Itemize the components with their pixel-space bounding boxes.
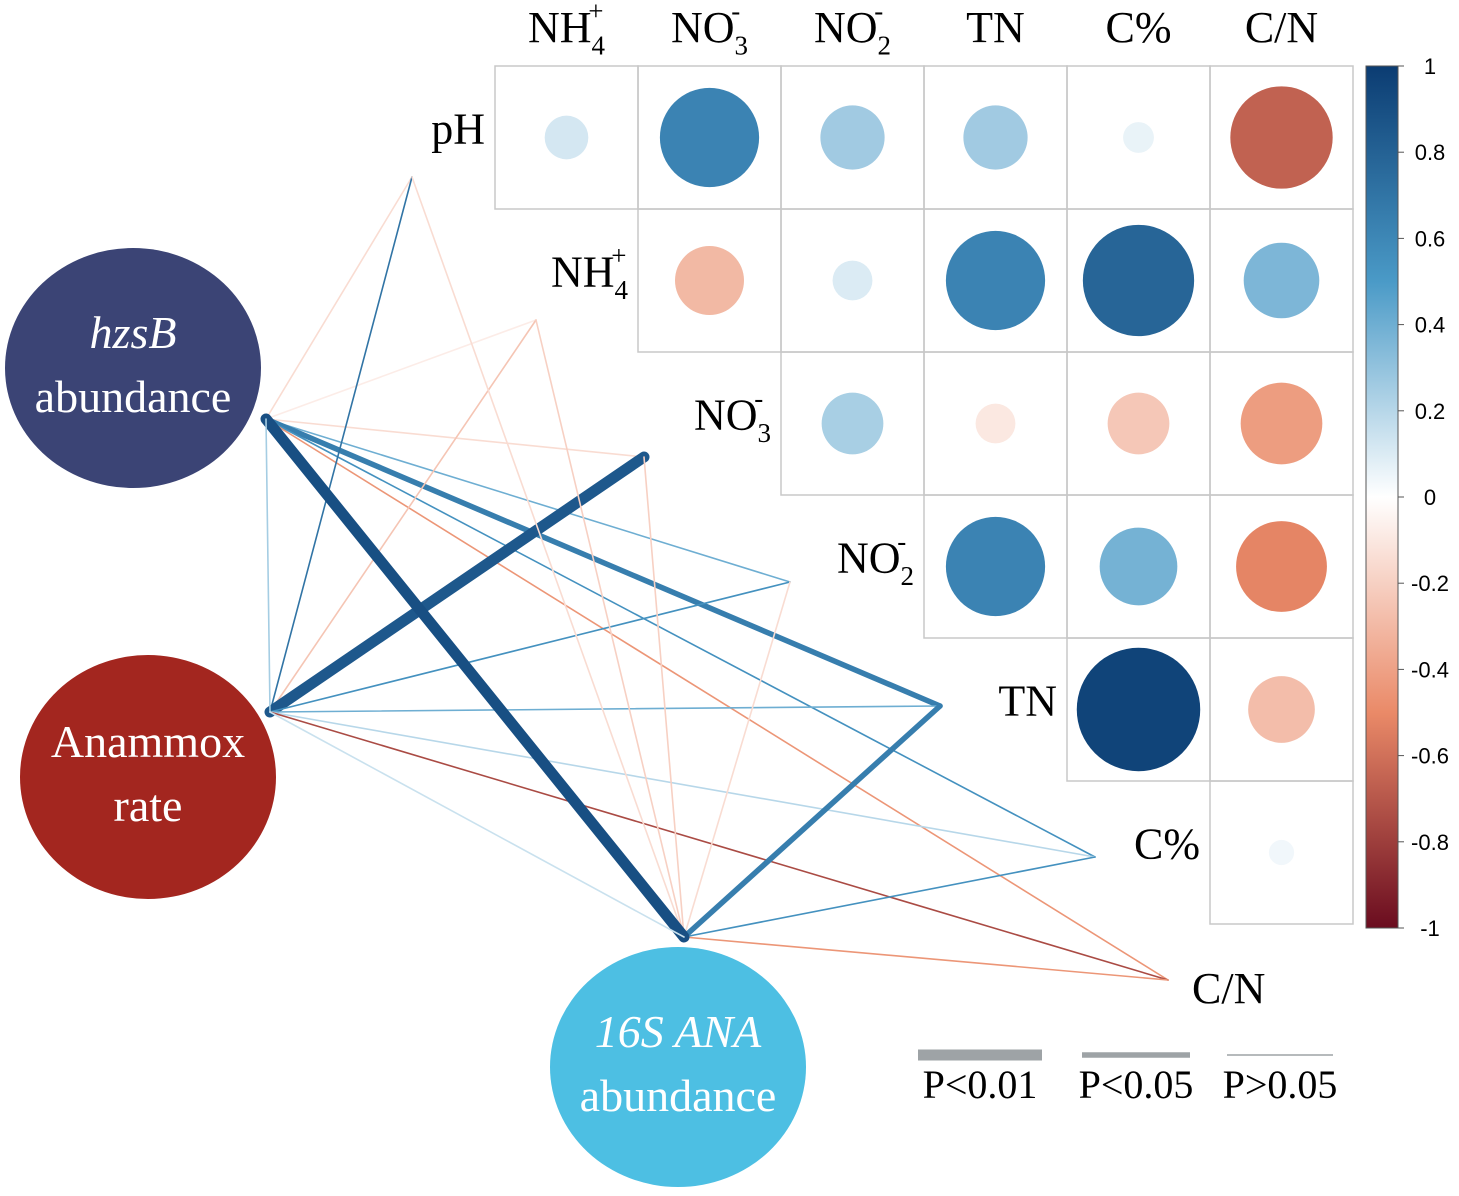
correlation-circle xyxy=(832,260,873,301)
colorbar-tick-label: -0.2 xyxy=(1411,571,1449,596)
variable-label-cn: C/N xyxy=(1245,3,1318,52)
correlation-circle xyxy=(1248,676,1315,743)
correlation-circle xyxy=(1099,527,1178,606)
node-label-line2: abundance xyxy=(35,371,232,422)
mantel-links xyxy=(260,176,1169,981)
correlation-circle xyxy=(1240,382,1323,465)
variable-label-c: C% xyxy=(1106,3,1172,52)
link-hzsb-tn xyxy=(263,416,943,709)
variable-label-no2: NO2- xyxy=(814,0,891,60)
link-16s-cn xyxy=(683,936,1169,981)
variable-label-nh4: NH4+ xyxy=(551,241,629,305)
colorbar-tick-label: 0.4 xyxy=(1415,313,1446,338)
colorbar-tick-label: 0.8 xyxy=(1415,140,1446,165)
colorbar-gradient xyxy=(1365,65,1399,929)
link-anammox-cn xyxy=(269,711,1169,981)
correlation-circle xyxy=(821,392,884,455)
colorbar-tick-label: 0 xyxy=(1424,485,1436,510)
link-16s-no2 xyxy=(683,581,791,938)
variable-labels: NH4+ NO3- NO2- TN C% C/N pH NH4+ NO3- NO2- TN C% C/N xyxy=(431,0,1318,1013)
correlation-circle xyxy=(659,87,760,188)
correlation-circle xyxy=(1230,86,1333,189)
correlation-circle xyxy=(820,105,885,170)
link-hzsb-16s xyxy=(260,413,690,943)
correlation-circle xyxy=(945,516,1046,617)
p-legend-label: P<0.01 xyxy=(923,1062,1038,1107)
correlation-circle xyxy=(963,105,1028,170)
variable-label-no2: NO2- xyxy=(837,527,914,591)
link-anammox-16s xyxy=(269,711,685,938)
variable-label-c: C% xyxy=(1134,820,1200,869)
correlation-circle xyxy=(975,403,1016,444)
p-value-legend: P<0.01 P<0.05 P>0.05 xyxy=(918,1049,1338,1107)
link-16s-ph xyxy=(411,176,685,938)
correlation-circle xyxy=(1107,392,1170,455)
link-hzsb-c xyxy=(265,418,1096,858)
link-hzsb-nh4 xyxy=(265,319,537,420)
link-hzsb-anammox xyxy=(265,418,271,713)
node-circle xyxy=(550,947,806,1187)
link-16s-no3 xyxy=(643,456,685,938)
link-anammox-no3 xyxy=(264,451,650,718)
variable-label-no3: NO3- xyxy=(694,384,771,448)
correlation-circle xyxy=(945,230,1046,331)
node-label-line2: abundance xyxy=(580,1070,777,1121)
correlation-circle xyxy=(1123,122,1154,153)
node-circle xyxy=(20,655,276,899)
link-16s-tn xyxy=(681,703,943,940)
node-hzsb: hzsB abundance xyxy=(5,248,261,488)
correlation-circle xyxy=(1268,839,1295,866)
variable-label-nh4: NH4+ xyxy=(528,0,606,60)
link-anammox-c xyxy=(269,711,1096,858)
link-anammox-no2 xyxy=(269,581,791,713)
correlation-matrix xyxy=(494,65,1354,925)
link-anammox-ph xyxy=(269,176,413,713)
colorbar: 1 0.8 0.6 0.4 0.2 0 -0.2 -0.4 -0.6 -0.8 -1 xyxy=(1365,54,1449,941)
p-legend-label: P>0.05 xyxy=(1223,1062,1338,1107)
colorbar-tick-label: -0.8 xyxy=(1411,830,1449,855)
correlation-circle xyxy=(674,245,745,316)
node-label-line1: hzsB xyxy=(90,307,177,358)
link-hzsb-cn xyxy=(265,418,1169,981)
p-legend-label: P<0.05 xyxy=(1079,1062,1194,1107)
colorbar-tick-label: -0.4 xyxy=(1411,657,1449,682)
link-hzsb-ph xyxy=(265,176,413,420)
correlation-circle xyxy=(1076,647,1201,772)
node-label-line2: rate xyxy=(114,780,183,831)
link-anammox-nh4 xyxy=(269,319,537,713)
variable-label-tn: TN xyxy=(966,3,1025,52)
node-label-line1: 16S ANA xyxy=(595,1006,762,1057)
node-16s: 16S ANA abundance xyxy=(550,947,806,1187)
correlation-circle xyxy=(1236,521,1327,612)
variable-label-no3: NO3- xyxy=(671,0,748,60)
correlation-circle xyxy=(1082,224,1195,337)
colorbar-tick-label: -1 xyxy=(1420,916,1440,941)
variable-label-cn: C/N xyxy=(1192,964,1265,1013)
link-16s-c xyxy=(683,856,1096,938)
correlation-circle xyxy=(1243,242,1320,319)
colorbar-tick-label: 0.6 xyxy=(1415,226,1446,251)
link-anammox-tn xyxy=(269,705,941,713)
matrix-cell xyxy=(1209,780,1354,925)
node-label-line1: Anammox xyxy=(51,716,245,767)
colorbar-tick-label: -0.6 xyxy=(1411,744,1449,769)
variable-label-tn: TN xyxy=(998,677,1057,726)
node-anammox: Anammox rate xyxy=(20,655,276,899)
colorbar-tick-label: 1 xyxy=(1424,54,1436,79)
variable-label-ph: pH xyxy=(431,105,485,154)
colorbar-tick-label: 0.2 xyxy=(1415,399,1446,424)
link-16s-nh4 xyxy=(535,319,685,938)
node-circle xyxy=(5,248,261,488)
correlation-circle xyxy=(544,115,589,160)
